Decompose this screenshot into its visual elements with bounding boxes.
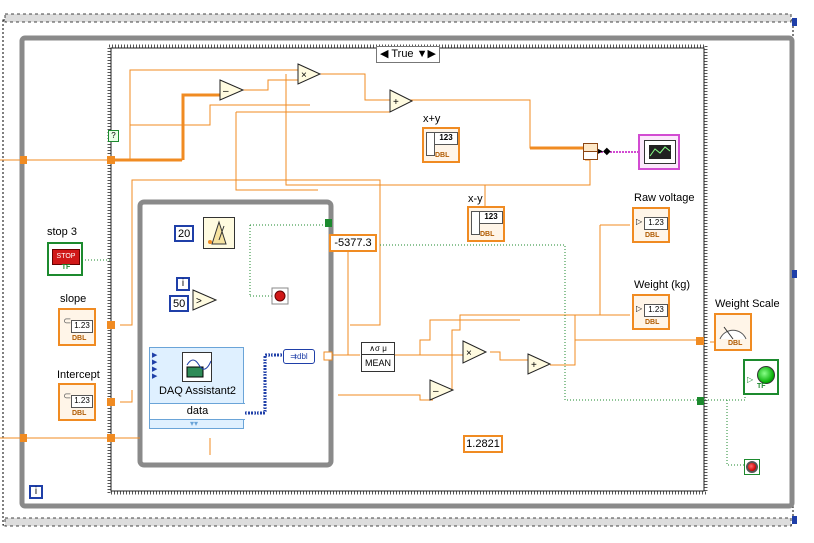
multiply-node-2 — [462, 340, 488, 364]
outer-iteration-terminal: i — [29, 485, 43, 499]
slope-control[interactable]: ⊂ 1.23 DBL — [58, 308, 96, 346]
weight-scale-label: Weight Scale — [715, 298, 780, 310]
daq-assistant-node[interactable]: ▶▶▶▶ DAQ Assistant2 data ▾▾ — [149, 347, 245, 429]
wait-ms-node[interactable] — [203, 217, 235, 249]
outer-loop-stop-terminal[interactable] — [744, 459, 760, 475]
negative-constant[interactable]: -5377.3 — [329, 234, 377, 252]
case-next-icon[interactable]: ▼▶ — [416, 48, 436, 60]
slope-type-tag: DBL — [72, 335, 87, 342]
add-node-2 — [527, 353, 552, 375]
svg-text:+: + — [531, 360, 537, 371]
knob-icon: ⊂ — [63, 316, 72, 327]
indicator-arrow-icon: ▷ — [636, 304, 643, 313]
stop-control[interactable]: STOP TF — [47, 242, 83, 276]
x-plus-y-label: x+y — [423, 113, 441, 125]
daq-expand-icon[interactable]: ▾▾ — [190, 419, 199, 428]
positive-constant[interactable]: 1.2821 — [463, 435, 503, 453]
knob-icon: ⊂ — [63, 391, 72, 402]
indicator-arrow-icon: ▷ — [747, 375, 754, 384]
daq-input-arrows: ▶▶▶▶ — [152, 352, 158, 380]
svg-text:+: + — [393, 97, 399, 108]
xy-graph-indicator — [638, 134, 680, 170]
wait-ms-constant[interactable]: 20 — [174, 225, 194, 242]
weight-kg-value-tag: 1.23 — [644, 304, 668, 317]
raw-voltage-value-tag: 1.23 — [644, 217, 668, 230]
sequence-marker-bottom — [792, 516, 797, 524]
boolean-true-constant[interactable]: ? — [108, 130, 119, 142]
mean-icon: ∧σ μ — [362, 343, 394, 355]
raw-voltage-indicator: ▷ 1.23 DBL — [632, 207, 670, 243]
svg-text:×: × — [301, 70, 307, 81]
x-minus-y-type-tag: DBL — [480, 231, 495, 238]
x-plus-y-type-tag: DBL — [435, 152, 450, 159]
x-minus-y-value-tag: 123 — [479, 211, 503, 224]
weight-kg-label: Weight (kg) — [634, 279, 691, 291]
compare-node — [192, 289, 218, 311]
convert-tag: dbl — [297, 352, 308, 361]
led-icon — [757, 366, 775, 384]
case-prev-icon[interactable]: ◀ — [380, 48, 389, 60]
weight-kg-indicator: ▷ 1.23 DBL — [632, 294, 670, 330]
weight-kg-type-tag: DBL — [645, 319, 660, 326]
intercept-type-tag: DBL — [72, 410, 87, 417]
svg-text:>: > — [196, 296, 202, 307]
weight-scale-indicator: DBL — [714, 313, 752, 351]
daq-title: DAQ Assistant2 — [158, 385, 237, 397]
stop-type-tag: TF — [61, 264, 71, 271]
add-node-1 — [389, 89, 414, 113]
case-selector-value: True — [391, 48, 414, 60]
stop-control-label: stop 3 — [47, 226, 77, 238]
slope-value-tag: 1.23 — [71, 320, 93, 333]
led-type-tag: TF — [757, 383, 766, 390]
x-minus-y-label: x-y — [468, 193, 483, 205]
convert-icon: ⇉ — [290, 352, 297, 361]
bottom-sequence-border — [4, 517, 792, 527]
svg-text:–: – — [433, 386, 439, 397]
svg-text:–: – — [223, 86, 229, 97]
metronome-icon — [208, 220, 227, 245]
daq-icon — [182, 352, 212, 382]
x-plus-y-indicator: 123 DBL — [422, 127, 460, 163]
stop-terminal-icon — [746, 461, 758, 473]
gauge-icon — [719, 326, 747, 340]
array-index-icon — [426, 132, 435, 156]
mean-node[interactable]: ∧σ μ MEAN — [361, 342, 395, 372]
inner-loop-frame — [137, 199, 334, 468]
x-plus-y-value-tag: 123 — [434, 132, 458, 145]
svg-text:×: × — [466, 348, 472, 359]
sequence-marker-top — [792, 18, 797, 26]
indicator-arrow-icon: ▷ — [636, 217, 643, 226]
convert-from-dynamic-node[interactable]: ⇉dbl — [283, 349, 315, 364]
intercept-control[interactable]: ⊂ 1.23 DBL — [58, 383, 96, 421]
raw-voltage-type-tag: DBL — [645, 232, 660, 239]
bundle-node[interactable] — [583, 143, 598, 160]
x-minus-y-indicator: 123 DBL — [467, 206, 505, 242]
top-sequence-border — [4, 13, 792, 23]
intercept-value-tag: 1.23 — [71, 395, 93, 408]
stop-glyph: STOP — [52, 249, 80, 265]
build-xy-icon: ▸◆ — [598, 146, 611, 157]
graph-icon — [644, 140, 676, 164]
inner-iteration-terminal: i — [176, 277, 190, 291]
raw-voltage-label: Raw voltage — [634, 192, 695, 204]
subtract-node-1 — [219, 79, 245, 101]
intercept-label: Intercept — [57, 369, 100, 381]
case-selector[interactable]: ◀ True ▼▶ — [376, 46, 440, 63]
sequence-marker-mid — [792, 270, 797, 278]
subtract-node-2 — [429, 379, 455, 401]
array-index-icon — [471, 211, 480, 235]
boolean-led-indicator: ▷ TF — [743, 359, 779, 395]
compare-constant[interactable]: 50 — [169, 295, 189, 312]
slope-label: slope — [60, 293, 87, 305]
weight-scale-type-tag: DBL — [728, 340, 743, 347]
multiply-node-1 — [297, 63, 322, 85]
daq-data-terminal[interactable]: data — [150, 403, 245, 420]
mean-label: MEAN — [364, 358, 391, 368]
